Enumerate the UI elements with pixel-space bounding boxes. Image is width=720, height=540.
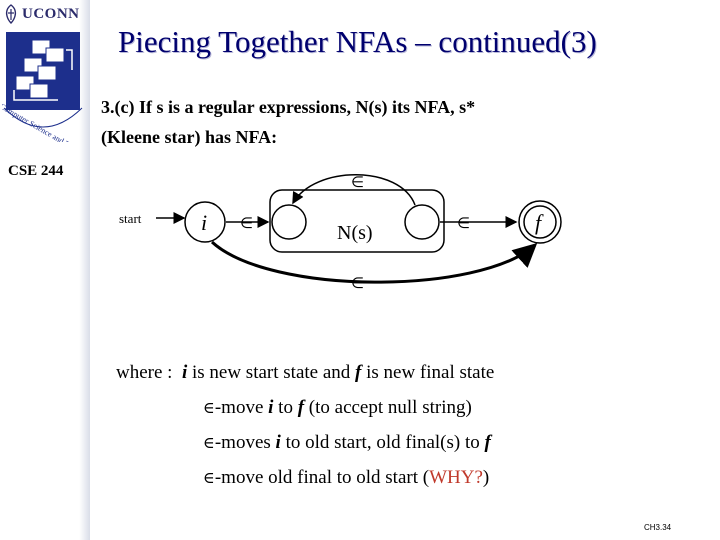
nfa-diagram: start i ∈ N(s) ∈ ∈ f ∈ xyxy=(100,160,600,320)
uconn-brand: UCONN xyxy=(4,2,80,26)
line3-text-a: -moves xyxy=(215,432,276,453)
intro-line-1: 3.(c) If s is a regular expressions, N(s… xyxy=(101,97,475,118)
why-highlight: WHY? xyxy=(429,467,483,488)
state-f-label: f xyxy=(535,210,544,235)
where-line-3: ∈-moves i to old start, old final(s) to … xyxy=(203,432,491,454)
epsilon-i-start: ∈ xyxy=(240,216,253,232)
old-start-state xyxy=(272,205,306,239)
slide-number: CH3.34 xyxy=(644,523,671,532)
line2-to: to xyxy=(273,397,297,418)
where-line-1: where : i is new start state and f is ne… xyxy=(116,362,494,384)
line3-text-b: to old start, old final(s) to xyxy=(281,432,485,453)
epsilon-bypass: ∈ xyxy=(351,276,364,292)
start-label: start xyxy=(119,211,142,226)
epsilon-loop: ∈ xyxy=(351,175,364,191)
department-logo: Computer Science and Engineering xyxy=(2,30,84,142)
where-text-b: is new final state xyxy=(361,362,494,383)
slide-title: Piecing Together NFAs – continued(3) xyxy=(118,24,597,60)
line4-text-a: -move old final to old start ( xyxy=(215,467,429,488)
epsilon-symbol: ∈ xyxy=(203,468,215,487)
course-code: CSE 244 xyxy=(8,163,63,180)
epsilon-symbol: ∈ xyxy=(203,433,215,452)
inner-nfa-label: N(s) xyxy=(337,222,373,244)
where-line-2: ∈-move i to f (to accept null string) xyxy=(203,397,472,419)
line4-text-b: ) xyxy=(483,467,489,488)
uconn-seal-icon xyxy=(4,4,18,24)
state-i-label: i xyxy=(201,210,207,235)
line2-text-a: -move xyxy=(215,397,268,418)
line3-f: f xyxy=(485,432,491,453)
where-text-a: is new start state and xyxy=(187,362,355,383)
line2-text-b: (to accept null string) xyxy=(304,397,472,418)
where-line-4: ∈-move old final to old start (WHY?) xyxy=(203,467,489,489)
where-lead: where : xyxy=(116,362,172,383)
uconn-text: UCONN xyxy=(22,6,80,23)
edge-i-to-f xyxy=(212,242,535,282)
epsilon-symbol: ∈ xyxy=(203,398,215,417)
old-final-state xyxy=(405,205,439,239)
intro-line-2: (Kleene star) has NFA: xyxy=(101,127,277,148)
epsilon-final-f: ∈ xyxy=(457,216,470,232)
sidebar: UCONN Computer Science and Engineering C… xyxy=(0,0,90,540)
